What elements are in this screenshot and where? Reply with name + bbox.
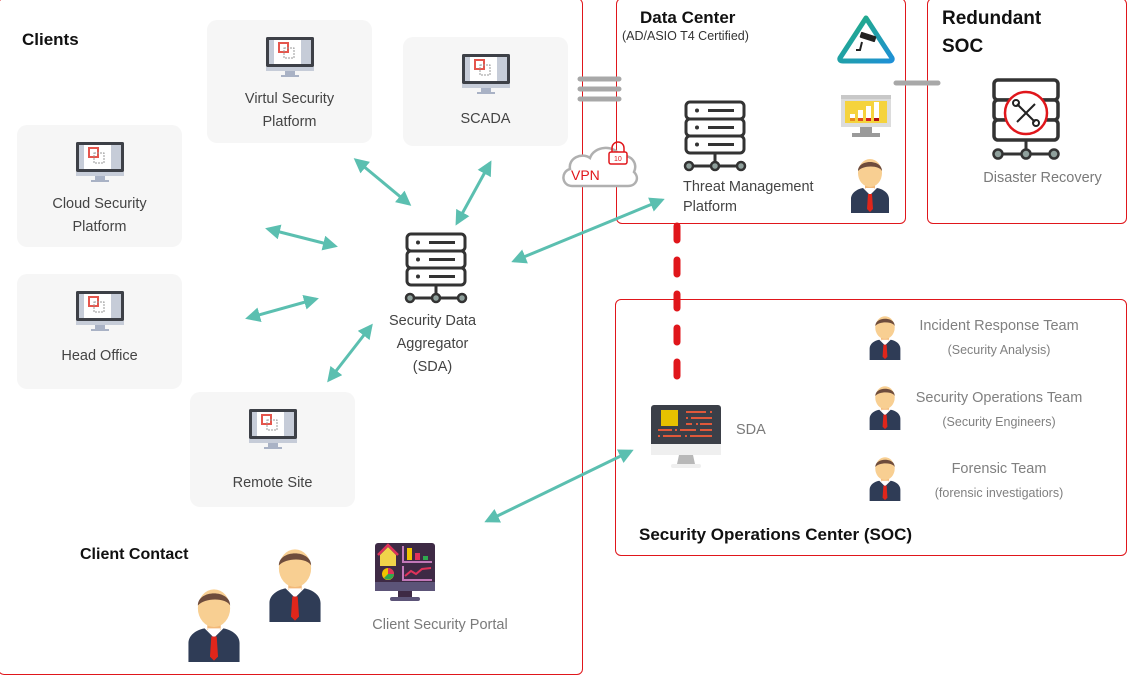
team-role-security-operations: (Security Engineers) bbox=[942, 415, 1056, 429]
server-icon bbox=[404, 232, 468, 304]
team-name-forensic: Forensic Team bbox=[951, 461, 1047, 477]
soc-sda-label: SDA bbox=[736, 422, 766, 438]
arrow-virtual-to-sda bbox=[353, 158, 412, 206]
client-label-line1: Head Office bbox=[61, 348, 138, 364]
person-icon bbox=[869, 316, 901, 360]
sda-label-line3: (SDA) bbox=[412, 359, 453, 375]
client-label-line1: Remote Site bbox=[232, 475, 313, 491]
arrow-head-office-to-sda bbox=[245, 295, 319, 322]
team-name-incident-response: Incident Response Team bbox=[919, 318, 1079, 334]
redundant-soc-title-line2: SOC bbox=[942, 36, 984, 57]
disaster-recovery-server-icon bbox=[992, 78, 1060, 160]
person-icon bbox=[869, 386, 901, 430]
threat-platform-line2: Platform bbox=[683, 199, 737, 215]
client-card-scada[interactable]: SCADA bbox=[403, 37, 568, 146]
person-icon bbox=[869, 457, 901, 501]
analytics-monitor-icon bbox=[841, 95, 891, 137]
arrow-scada-to-sda bbox=[455, 160, 492, 226]
person-icon bbox=[851, 159, 889, 213]
svg-text:10: 10 bbox=[614, 156, 622, 163]
client-label-line1: Cloud Security bbox=[52, 196, 147, 212]
sda-label-line1: Security Data bbox=[388, 313, 477, 329]
client-label-line1: SCADA bbox=[460, 111, 511, 127]
cctv-warning-icon bbox=[837, 15, 895, 64]
team-name-security-operations: Security Operations Team bbox=[915, 390, 1083, 406]
clients-title: Clients bbox=[22, 30, 79, 49]
data-center-subtitle: (AD/ASIO T4 Certified) bbox=[622, 29, 749, 43]
dashboard-monitor-icon[interactable] bbox=[374, 542, 436, 604]
client-card-remote-site[interactable]: Remote Site bbox=[190, 392, 355, 507]
threat-platform-label: Threat Management Platform bbox=[683, 177, 814, 217]
sda-terminal-icon bbox=[651, 405, 721, 468]
arrow-portal-to-soc-sda bbox=[484, 449, 634, 523]
client-label-line1: Virtul Security bbox=[244, 91, 335, 107]
soc-title: Security Operations Center (SOC) bbox=[639, 525, 913, 544]
arrow-remote-to-sda bbox=[327, 323, 373, 383]
vpn-label: VPN bbox=[571, 167, 600, 183]
monitor-icon bbox=[248, 409, 297, 449]
client-portal-label: Client Security Portal bbox=[372, 617, 508, 633]
arrow-cloud-to-sda bbox=[265, 224, 338, 251]
client-contact-title: Client Contact bbox=[80, 546, 189, 563]
monitor-icon bbox=[461, 54, 510, 94]
monitor-icon bbox=[265, 37, 314, 77]
redundant-soc-title-line1: Redundant bbox=[942, 8, 1042, 29]
monitor-icon bbox=[75, 142, 124, 182]
disaster-recovery-label: Disaster Recovery bbox=[983, 170, 1102, 186]
person-icon bbox=[269, 549, 321, 622]
sda-label-line2: Aggregator bbox=[396, 336, 469, 352]
arrow-sda-to-threat-platform bbox=[511, 197, 665, 264]
sda-label: Security Data Aggregator (SDA) bbox=[370, 310, 495, 379]
data-center-zone bbox=[616, 0, 906, 224]
person-icon bbox=[188, 589, 240, 662]
team-role-incident-response: (Security Analysis) bbox=[947, 343, 1051, 357]
client-label-line2: Platform bbox=[72, 219, 127, 235]
client-card-cloud-security-platform[interactable]: Cloud Security Platform bbox=[17, 125, 182, 247]
threat-platform-server-icon bbox=[683, 100, 747, 172]
monitor-icon bbox=[75, 291, 124, 331]
team-role-forensic: (forensic investigatiors) bbox=[934, 486, 1064, 500]
data-center-title: Data Center bbox=[640, 8, 736, 27]
client-card-head-office[interactable]: Head Office bbox=[17, 274, 182, 389]
threat-platform-line1: Threat Management bbox=[683, 179, 814, 195]
client-label-line2: Platform bbox=[262, 114, 317, 130]
client-card-virtual-security-platform[interactable]: Virtul Security Platform bbox=[207, 20, 372, 143]
lock-icon: 10 bbox=[608, 141, 628, 165]
